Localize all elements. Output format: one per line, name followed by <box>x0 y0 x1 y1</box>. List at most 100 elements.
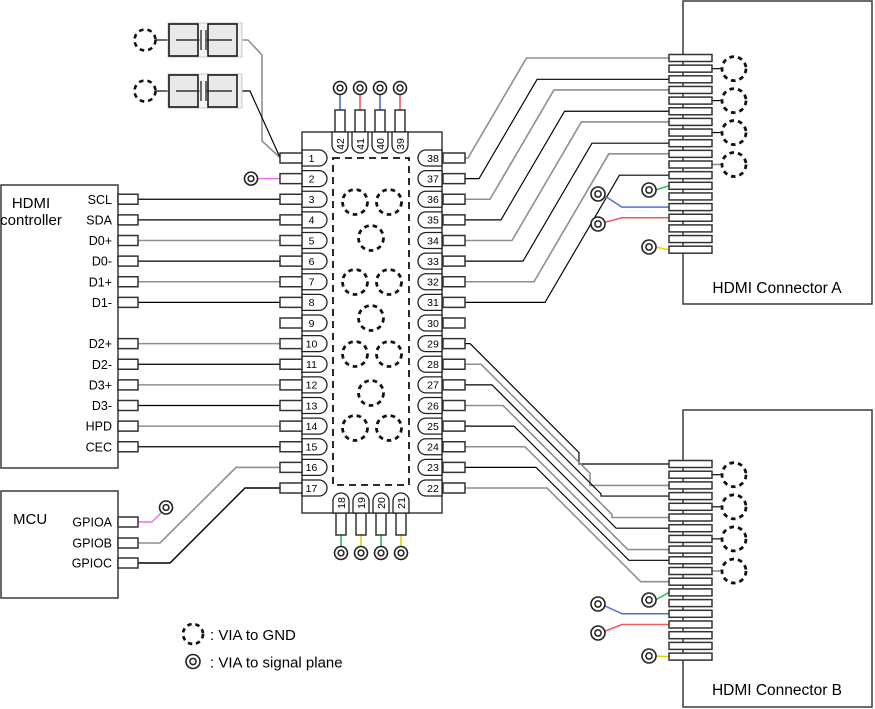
ic-pin-stub-42 <box>331 131 349 154</box>
connector-b-pin-pad <box>668 502 713 512</box>
ic-pin-pad-37 <box>442 172 466 185</box>
wire-pin29-to-connector-b <box>465 343 669 465</box>
mcu-pin-label-GPIOA: GPIOA <box>72 516 112 530</box>
wire-capacitor-1 <box>237 39 281 159</box>
wire-pin24-to-connector-b <box>465 445 669 551</box>
ic-pin-stub-20 <box>372 492 390 514</box>
connector-a-label: HDMI Connector A <box>712 280 842 297</box>
ic-gnd-via <box>341 340 369 368</box>
wire-pin33-to-connector-a <box>465 142 669 262</box>
capacitor-gnd-via <box>133 28 157 52</box>
signal-via-pin-2-inner <box>247 174 255 183</box>
ic-pin-number-31: 31 <box>427 297 439 309</box>
ic-pin-stub-29 <box>417 334 443 353</box>
connector-b-pin-pad <box>668 545 713 554</box>
signal-via-pin-41-inner <box>356 84 364 92</box>
ic-pin-pad-4 <box>279 214 303 226</box>
ic-pin-pad-13 <box>279 399 303 412</box>
wire-red-connector-b <box>603 623 669 633</box>
connector-b-pin-pad <box>668 588 713 597</box>
controller-pin-stub-D0- <box>117 255 139 267</box>
connector-a-gnd-via <box>720 55 748 83</box>
ic-pin-pad-35 <box>442 214 466 226</box>
controller-pin-label-D2+: D2+ <box>89 337 112 351</box>
ic-pin-number-22: 22 <box>427 483 439 495</box>
ic-gnd-via <box>357 304 385 332</box>
ic-pin-pad-14 <box>279 420 303 432</box>
connector-a-pin-pad <box>668 85 713 95</box>
ic-pin-pad-42 <box>334 109 346 133</box>
ic-pin-number-42: 42 <box>335 138 347 150</box>
connector-b-pin-pad <box>668 577 713 586</box>
hdmi-controller-title-line1: HDMI <box>12 195 50 212</box>
signal-via-blue-connector-a-inner <box>594 190 602 198</box>
ic-pin-stub-35 <box>417 211 443 229</box>
connector-b-gnd-via <box>720 557 748 585</box>
wire-pin22-to-connector-b <box>465 487 669 583</box>
mcu-pin-label-GPIOC: GPIOC <box>72 557 112 571</box>
mcu-title: MCU <box>13 511 47 528</box>
controller-pin-stub-D2- <box>117 358 139 370</box>
ic-pin-pad-10 <box>279 337 303 350</box>
ic-pin-pad-18 <box>335 512 347 536</box>
connector-a-pin-pad <box>668 234 713 244</box>
ic-pin-pad-30 <box>442 317 466 329</box>
controller-pin-stub-CEC <box>117 441 139 453</box>
controller-pin-stub-SDA <box>117 214 139 226</box>
ic-pin-number-40: 40 <box>375 138 387 150</box>
ic-pin-pad-28 <box>442 358 466 370</box>
connector-a-pin-pad <box>668 96 713 105</box>
ic-pin-stub-10 <box>301 334 328 353</box>
signal-via-pin-40-inner <box>376 84 384 92</box>
signal-via-yellow-connector-a-inner <box>645 243 653 251</box>
connector-b-pin-pad <box>668 566 713 576</box>
ic-pin-stub-33 <box>417 252 443 270</box>
connector-b-pin-pad <box>668 609 713 619</box>
ic-gnd-via <box>357 224 385 252</box>
signal-via-blue-connector-b-inner <box>594 600 602 608</box>
ic-gnd-via <box>357 379 385 407</box>
ic-pin-number-7: 7 <box>309 277 315 289</box>
mcu-pin-stub-GPIOB <box>117 537 139 549</box>
ic-pin-pad-25 <box>442 420 466 432</box>
wire-pin31-to-connector-a <box>465 174 669 303</box>
connector-b-pin-pad <box>668 630 713 640</box>
ic-pin-pad-38 <box>442 152 466 164</box>
ic-pin-pad-17 <box>279 482 303 494</box>
wire-GPIOA <box>138 511 163 523</box>
ic-pin-pad-24 <box>442 441 466 453</box>
connector-b-pin-pad <box>668 459 713 469</box>
ic-pin-stub-41 <box>351 131 369 154</box>
ic-pin-number-12: 12 <box>306 380 318 392</box>
connector-a-pin-pad <box>668 160 713 169</box>
wire-green-connector-a <box>655 185 670 191</box>
wire-yellow-connector-a <box>655 246 670 251</box>
connector-a-gnd-via <box>720 151 748 178</box>
ic-pin-stub-12 <box>301 376 328 394</box>
signal-via-pin-42-inner <box>336 84 344 92</box>
wire-GPIOC <box>138 487 280 564</box>
ic-pin-number-32: 32 <box>427 277 439 289</box>
ic-pin-stub-32 <box>417 273 443 291</box>
ic-pin-number-33: 33 <box>427 256 439 268</box>
connector-a-pin-pad <box>668 53 713 63</box>
ic-pin-number-5: 5 <box>309 235 315 247</box>
ic-gnd-via <box>341 414 369 442</box>
connector-a-pin-pad <box>668 117 713 127</box>
ic-keepout-dashed-outline <box>332 157 410 486</box>
signal-via-green-connector-a-inner <box>645 186 653 194</box>
ic-pin-pad-2 <box>279 172 303 185</box>
controller-pin-stub-D0+ <box>117 234 139 247</box>
ic-pin-pad-7 <box>279 276 303 288</box>
ic-pin-pad-1 <box>279 152 303 164</box>
mcu-pin-stub-GPIOC <box>117 557 139 569</box>
ic-pin-number-39: 39 <box>395 138 407 150</box>
connector-a-pin-pad <box>668 149 713 159</box>
controller-pin-label-SCL: SCL <box>88 193 112 207</box>
wire-pin36-to-connector-a <box>465 89 669 201</box>
ic-pin-pad-39 <box>394 109 406 133</box>
connector-a-pin-pad <box>668 64 713 73</box>
ic-pin-number-37: 37 <box>427 173 439 185</box>
